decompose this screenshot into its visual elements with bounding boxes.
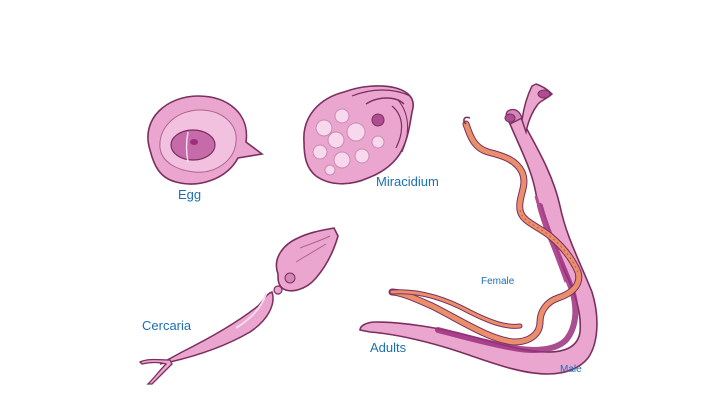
male-label: Male (560, 364, 582, 375)
egg-label: Egg (178, 187, 202, 202)
adults-label: Adults (370, 340, 407, 355)
miracidium-illustration (303, 85, 414, 185)
egg-illustration (147, 95, 264, 185)
cercaria-illustration (138, 227, 339, 385)
cercaria-label: Cercaria (142, 318, 192, 333)
adults-illustration (359, 83, 598, 375)
female-label: Female (481, 276, 515, 287)
miracidium-label: Miracidium (376, 174, 439, 189)
